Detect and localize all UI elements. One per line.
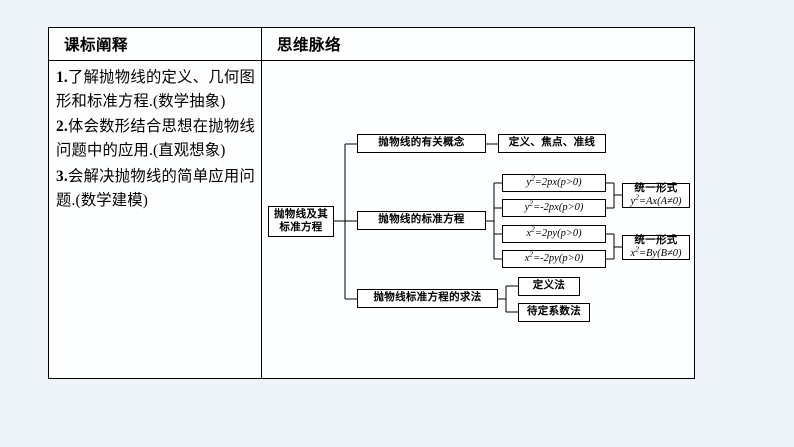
objective-number: 2. <box>56 118 68 136</box>
node-unified-form-x: 统一形式 x2=By(B≠0) <box>622 235 690 260</box>
mindmap-cell: 抛物线及其 标准方程 抛物线的有关概念 抛物线的标准方程 抛物线标准方程的求法 … <box>262 61 694 378</box>
mindmap-connectors <box>334 143 622 313</box>
unified-label: 统一形式 <box>634 234 678 246</box>
objective-item: 2.体会数形结合思想在抛物线问题中的应用.(直观想象) <box>56 115 255 163</box>
equation-text: x2=-2py(p>0) <box>524 249 584 264</box>
node-method-coefficients: 待定系数法 <box>518 303 590 322</box>
table-body-row: 1.了解抛物线的定义、几何图形和标准方程.(数学抽象) 2.体会数形结合思想在抛… <box>49 61 694 378</box>
node-root-line1: 抛物线及其 <box>274 208 328 220</box>
header-cell-curriculum: 课标阐释 <box>49 28 262 60</box>
node-equation-y-negative: y2=-2px(p>0) <box>502 199 606 217</box>
node-solving-method: 抛物线标准方程的求法 <box>357 289 498 308</box>
objective-item: 1.了解抛物线的定义、几何图形和标准方程.(数学抽象) <box>56 66 255 114</box>
node-equation-x-negative: x2=-2py(p>0) <box>502 250 606 268</box>
header-cell-mindmap: 思维脉络 <box>277 37 342 54</box>
node-concepts: 抛物线的有关概念 <box>357 134 486 153</box>
node-method-definition: 定义法 <box>518 277 580 296</box>
unified-label: 统一形式 <box>634 182 678 194</box>
objective-text: 了解抛物线的定义、几何图形和标准方程.(数学抽象) <box>56 69 255 111</box>
objective-item: 3.会解决抛物线的简单应用问题.(数学建模) <box>56 165 255 213</box>
unified-formula: y2=Ax(A≠0) <box>630 192 682 207</box>
objective-number: 1. <box>56 69 68 86</box>
unified-formula: x2=By(B≠0) <box>630 244 682 259</box>
node-equation-y-positive: y2=2px(p>0) <box>502 174 606 192</box>
equation-text: x2=2py(p>0) <box>526 224 582 239</box>
node-standard-equation: 抛物线的标准方程 <box>357 211 486 230</box>
node-root-line2: 标准方程 <box>279 221 323 233</box>
node-concept-detail: 定义、焦点、准线 <box>498 134 606 153</box>
objective-text: 体会数形结合思想在抛物线问题中的应用.(直观想象) <box>56 118 255 160</box>
equation-text: y2=2px(p>0) <box>526 173 582 188</box>
curriculum-table: 课标阐释 思维脉络 1.了解抛物线的定义、几何图形和标准方程.(数学抽象) 2.… <box>48 27 695 379</box>
node-equation-x-positive: x2=2py(p>0) <box>502 225 606 243</box>
parabola-mindmap: 抛物线及其 标准方程 抛物线的有关概念 抛物线的标准方程 抛物线标准方程的求法 … <box>262 61 694 378</box>
objective-number: 3. <box>56 167 68 185</box>
objectives-cell: 1.了解抛物线的定义、几何图形和标准方程.(数学抽象) 2.体会数形结合思想在抛… <box>49 61 262 378</box>
node-root: 抛物线及其 标准方程 <box>268 206 334 237</box>
table-header-row: 课标阐释 思维脉络 <box>49 28 694 61</box>
node-unified-form-y: 统一形式 y2=Ax(A≠0) <box>622 183 690 208</box>
objective-text: 会解决抛物线的简单应用问题.(数学建模) <box>56 167 255 209</box>
equation-text: y2=-2px(p>0) <box>524 198 584 213</box>
